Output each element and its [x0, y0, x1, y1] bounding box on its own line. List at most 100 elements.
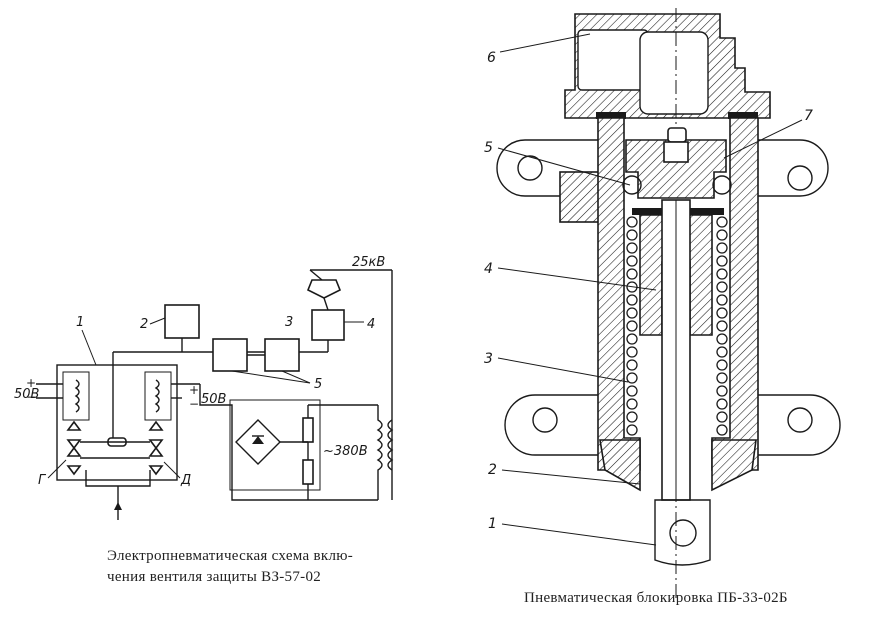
- leader-5-right: [497, 147, 631, 186]
- seal-left: [596, 112, 626, 119]
- spring-coil-section: [626, 398, 638, 410]
- leader-1-right: [501, 523, 657, 546]
- label-num-1-right: 1: [488, 516, 497, 532]
- coil-right-frame: [144, 371, 172, 421]
- spring-coil-section: [716, 372, 728, 384]
- spring-coil-section: [716, 216, 728, 228]
- spring-coil-section: [716, 385, 728, 397]
- body-bottom-left: [599, 439, 641, 492]
- transformer-primary: [387, 419, 394, 471]
- leader-2-right: [501, 469, 641, 485]
- air-inlet-arrow: [114, 502, 122, 510]
- pneumatic-interlock-section: 6 7 5 4 3 2 1: [484, 8, 841, 600]
- spring-coil-section: [626, 320, 638, 332]
- spring-coil-section: [626, 359, 638, 371]
- spring-coil-section: [716, 346, 728, 358]
- block-2: [164, 304, 200, 339]
- spring-coil-section: [626, 424, 638, 436]
- spring-coil-section: [716, 242, 728, 254]
- spring-coils: [626, 216, 728, 436]
- spring-coil-section: [626, 255, 638, 267]
- lower-flange: [504, 394, 841, 456]
- diode-symbol: [252, 436, 264, 444]
- label-letter-g: Г: [38, 473, 47, 488]
- leader-3-right: [497, 357, 629, 383]
- label-num-6: 6: [487, 50, 496, 66]
- eye-hole: [669, 519, 697, 547]
- valve-core: [663, 141, 689, 163]
- wire-3-4: [323, 297, 329, 311]
- resistor-top: [302, 417, 314, 443]
- spring-coil-section: [716, 229, 728, 241]
- rectifier-frame: [229, 399, 321, 491]
- leader-d: [163, 461, 181, 479]
- valve-seats: [66, 420, 164, 476]
- leader-6: [499, 33, 591, 53]
- spring-coil-section: [716, 411, 728, 423]
- upper-flange: [496, 139, 829, 223]
- label-50v-left: 50В: [14, 387, 40, 402]
- label-num-1-left: 1: [76, 315, 84, 330]
- hv-tap: [309, 269, 323, 281]
- spring-coil-section: [626, 307, 638, 319]
- label-num-5-right: 5: [484, 140, 493, 156]
- label-num-3-left: 3: [285, 315, 293, 330]
- spring-coil-section: [716, 307, 728, 319]
- leader-7: [723, 119, 803, 159]
- spring-coil-section: [716, 294, 728, 306]
- label-num-3-right: 3: [484, 351, 493, 367]
- spring-coil-section: [626, 346, 638, 358]
- block-5b: [264, 338, 300, 372]
- gasket-left: [632, 208, 666, 215]
- label-num-5-left: 5: [314, 377, 322, 392]
- spring-coil-section: [716, 320, 728, 332]
- air-channel: [85, 470, 151, 487]
- leader-5b: [281, 370, 311, 384]
- spring-coil-section: [626, 333, 638, 345]
- coil-right: [154, 379, 160, 413]
- spring-coil-section: [626, 411, 638, 423]
- spring-coil-section: [716, 333, 728, 345]
- transformer-secondary: [376, 405, 383, 500]
- spring-coil-section: [626, 294, 638, 306]
- spring-coil-section: [626, 385, 638, 397]
- spring-coil-section: [626, 372, 638, 384]
- coil-left-frame: [62, 371, 90, 421]
- label-num-2-left: 2: [140, 317, 148, 332]
- spring-coil-section: [716, 359, 728, 371]
- block-4: [311, 309, 345, 341]
- wire-rectifier-left: [199, 384, 315, 501]
- spring-coil-section: [716, 424, 728, 436]
- spring-coil-section: [716, 281, 728, 293]
- block-3-sensor: [306, 279, 342, 299]
- valve-head: [625, 139, 727, 199]
- spring-coil-section: [626, 242, 638, 254]
- resistor-bottom: [302, 459, 314, 485]
- label-plus-right: +: [189, 383, 199, 397]
- cap-port: [577, 29, 649, 91]
- label-letter-d: Д: [180, 473, 191, 488]
- caption-schematic-line1: Электропневматическая схема вклю-: [107, 548, 354, 564]
- spring-coil-section: [716, 398, 728, 410]
- leader-g: [47, 459, 67, 479]
- body-wall-left: [597, 117, 641, 471]
- seal-right: [728, 112, 758, 119]
- label-num-4-right: 4: [484, 261, 493, 277]
- label-minus-left: −: [26, 390, 36, 404]
- leader-1: [81, 329, 97, 366]
- spring-coil-section: [716, 255, 728, 267]
- label-num-2-right: 2: [488, 462, 497, 478]
- diode-bridge: [235, 419, 281, 465]
- callouts-right: 6 7 5 4 3 2 1: [484, 33, 813, 546]
- coil-left: [74, 379, 80, 413]
- label-380v: ~380В: [323, 444, 368, 459]
- label-25kv: 25кВ: [352, 255, 385, 270]
- eye-end: [654, 499, 711, 566]
- spring-coil-section: [716, 268, 728, 280]
- cap-cavity: [639, 31, 709, 115]
- valve-stem-top: [667, 127, 687, 143]
- gasket-right: [690, 208, 724, 215]
- seal-ring-right: [712, 175, 732, 195]
- label-num-7: 7: [804, 108, 813, 124]
